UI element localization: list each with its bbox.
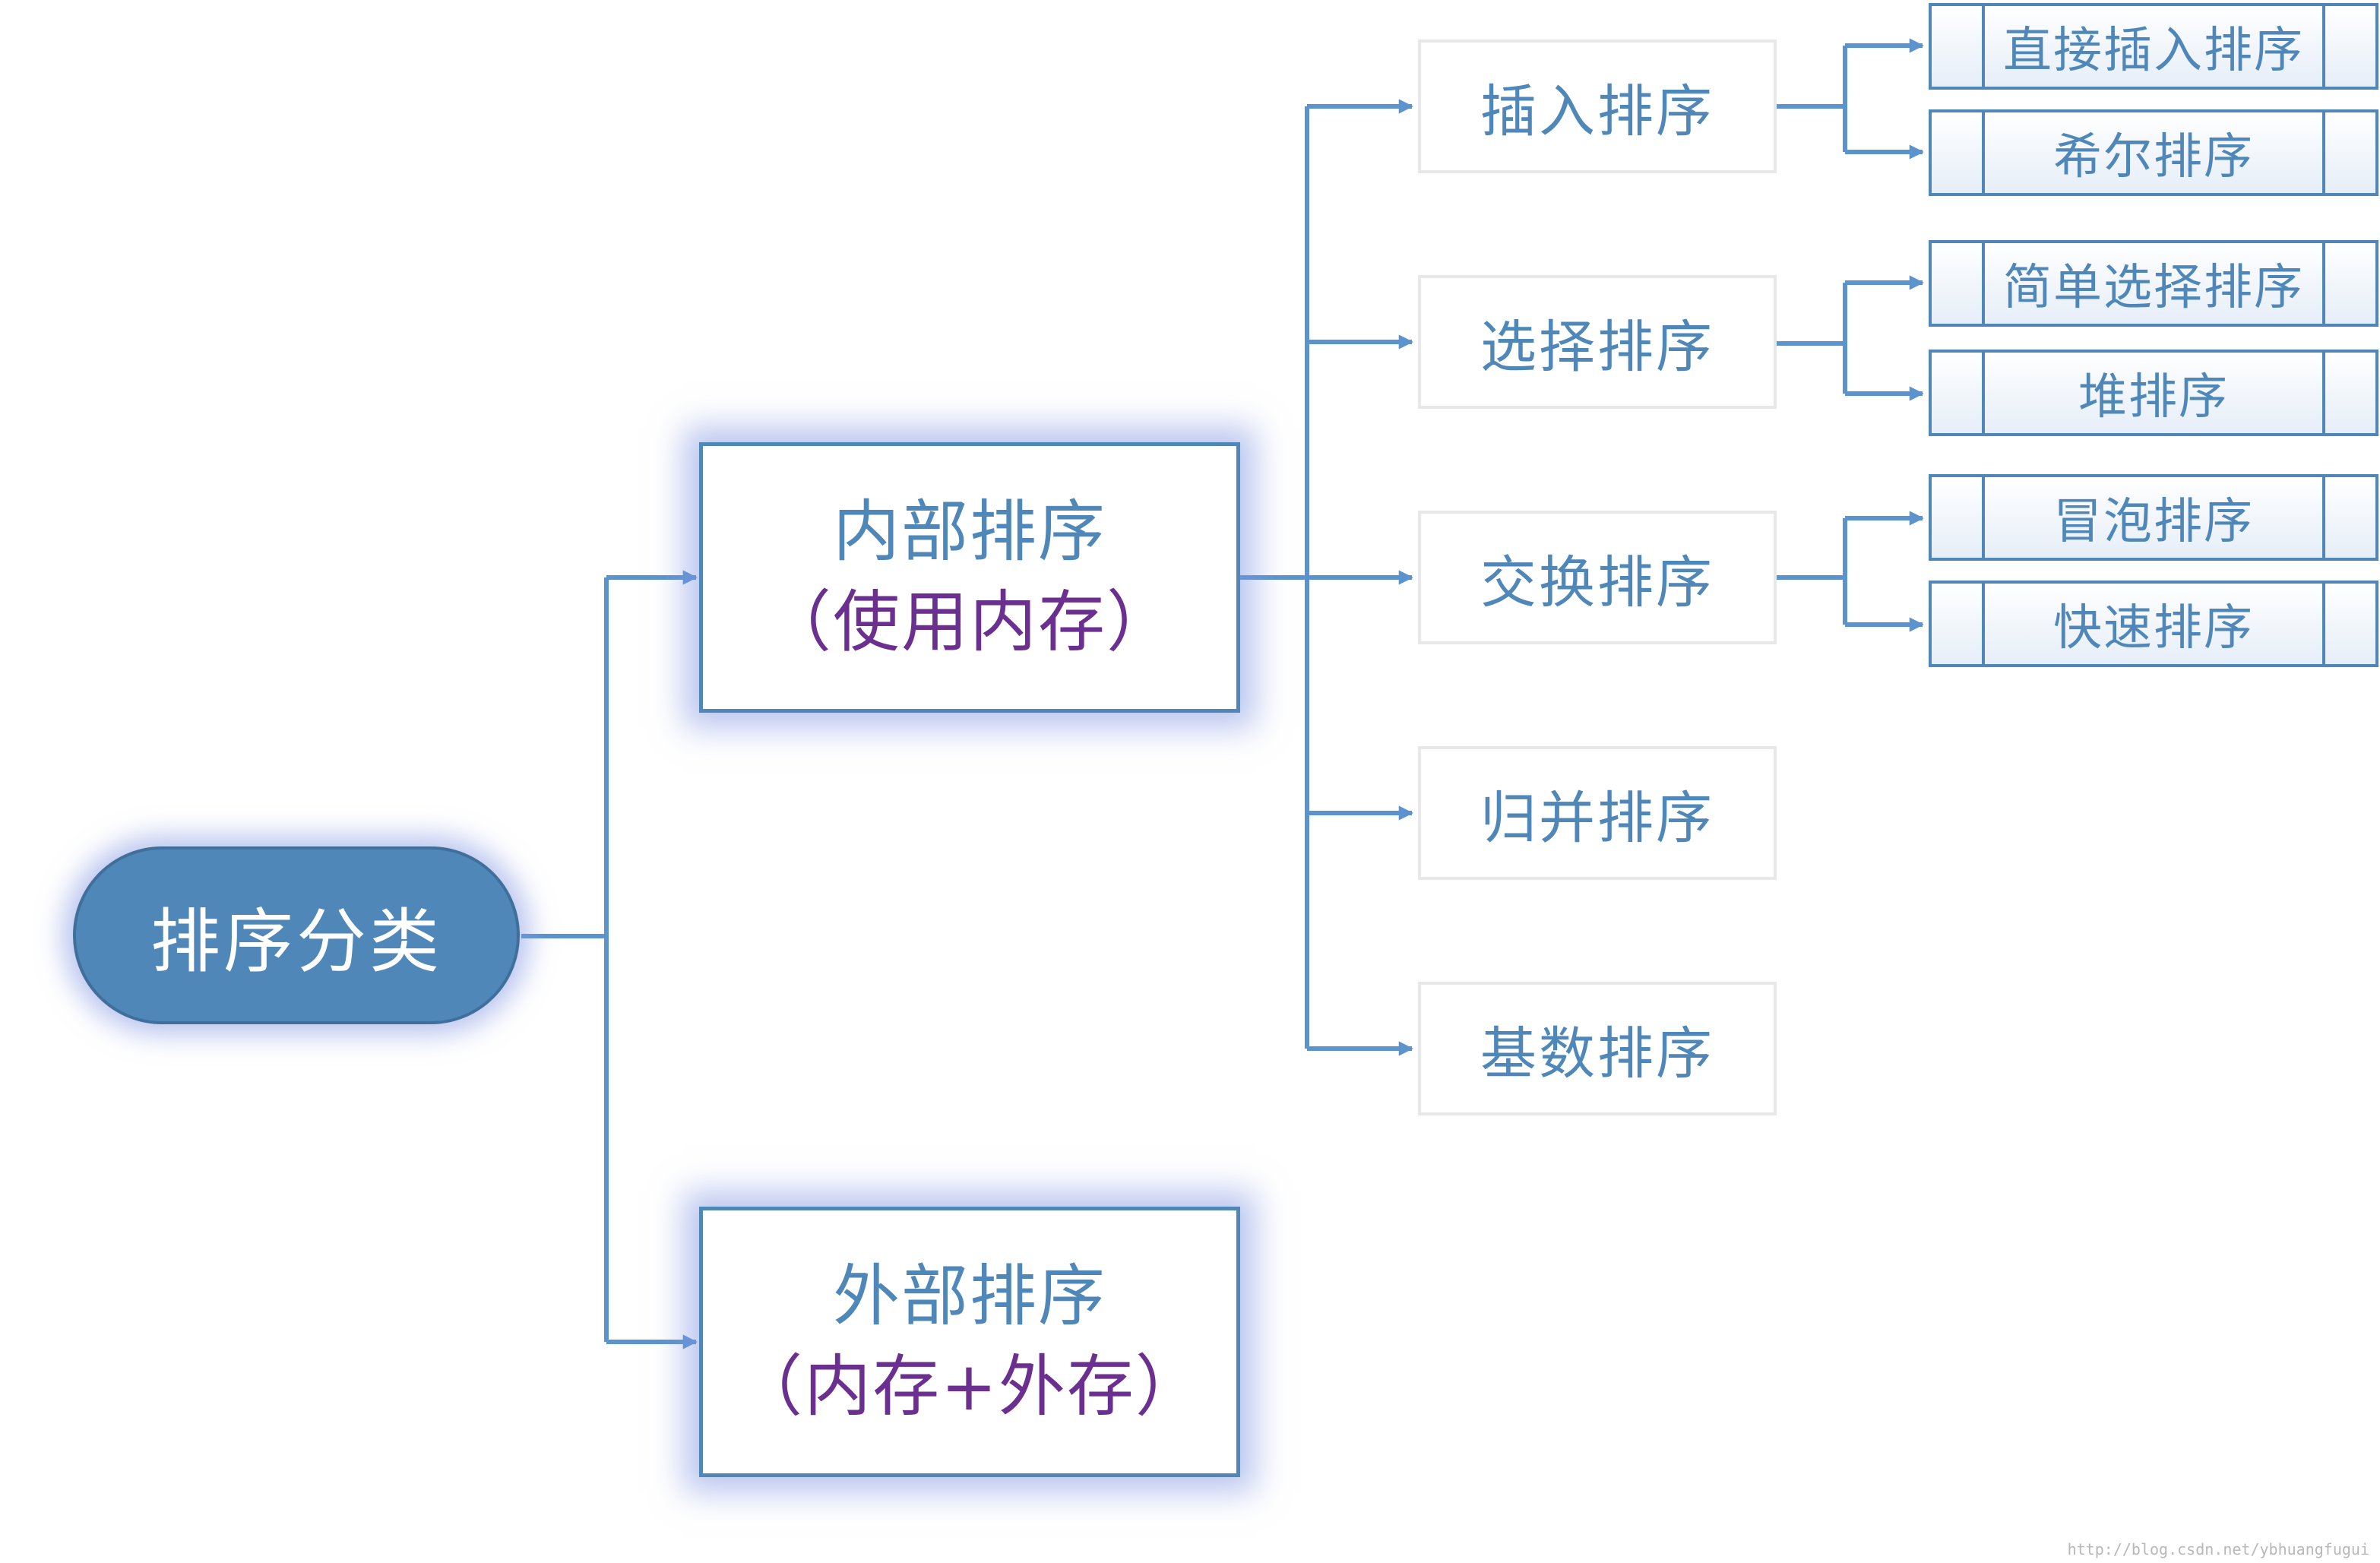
subtype-label: 基数排序 [1480, 1020, 1714, 1087]
subtype-label: 插入排序 [1480, 78, 1714, 144]
connector-insertion-trunk [1777, 46, 1847, 152]
leaf-right-divider [2322, 112, 2325, 193]
category-title: 外部排序 [832, 1257, 1106, 1336]
leaf-left-divider [1982, 353, 1985, 433]
leaf-right-divider [2322, 477, 2325, 558]
leaf-left-divider [1982, 477, 1985, 558]
category-internal-sort: 内部排序 （使用内存） [699, 442, 1240, 713]
leaf-quick-sort: 快速排序 [1929, 581, 2378, 667]
subtype-label: 归并排序 [1480, 785, 1714, 851]
leaf-left-divider [1982, 584, 1985, 664]
subtype-insertion-sort: 插入排序 [1418, 40, 1777, 173]
category-note: （使用内存） [764, 583, 1175, 661]
category-note: （内存+外存） [736, 1347, 1204, 1425]
leaf-label: 直接插入排序 [2003, 23, 2304, 79]
leaf-label: 快速排序 [2053, 600, 2254, 657]
root-node: 排序分类 [73, 846, 520, 1024]
leaf-left-divider [1982, 112, 1985, 193]
leaf-shell-sort: 希尔排序 [1929, 109, 2378, 196]
category-external-sort: 外部排序 （内存+外存） [699, 1207, 1240, 1477]
watermark: http://blog.csdn.net/ybhuangfugui [2067, 1540, 2369, 1558]
subtype-exchange-sort: 交换排序 [1418, 511, 1777, 644]
leaf-label: 堆排序 [2078, 369, 2229, 426]
subtype-radix-sort: 基数排序 [1418, 982, 1777, 1115]
connector-selection-trunk [1777, 283, 1847, 394]
leaf-label: 冒泡排序 [2053, 494, 2254, 550]
leaf-label: 简单选择排序 [2003, 260, 2304, 316]
leaf-heap-sort: 堆排序 [1929, 350, 2378, 436]
root-label: 排序分类 [150, 900, 442, 982]
leaf-right-divider [2322, 6, 2325, 87]
leaf-left-divider [1982, 6, 1985, 87]
subtype-selection-sort: 选择排序 [1418, 275, 1777, 409]
connector-internal-trunk [1240, 106, 1309, 1049]
leaf-right-divider [2322, 353, 2325, 433]
leaf-bubble-sort: 冒泡排序 [1929, 474, 2378, 561]
leaf-right-divider [2322, 243, 2325, 324]
connector-root-trunk [521, 577, 609, 1342]
leaf-label: 希尔排序 [2053, 129, 2254, 185]
subtype-label: 交换排序 [1480, 549, 1714, 615]
subtype-label: 选择排序 [1480, 314, 1714, 380]
category-title: 内部排序 [832, 492, 1106, 571]
leaf-simple-selection-sort: 简单选择排序 [1929, 240, 2378, 327]
subtype-merge-sort: 归并排序 [1418, 746, 1777, 880]
leaf-straight-insertion-sort: 直接插入排序 [1929, 3, 2378, 90]
leaf-left-divider [1982, 243, 1985, 324]
connector-exchange-trunk [1777, 518, 1847, 625]
leaf-right-divider [2322, 584, 2325, 664]
